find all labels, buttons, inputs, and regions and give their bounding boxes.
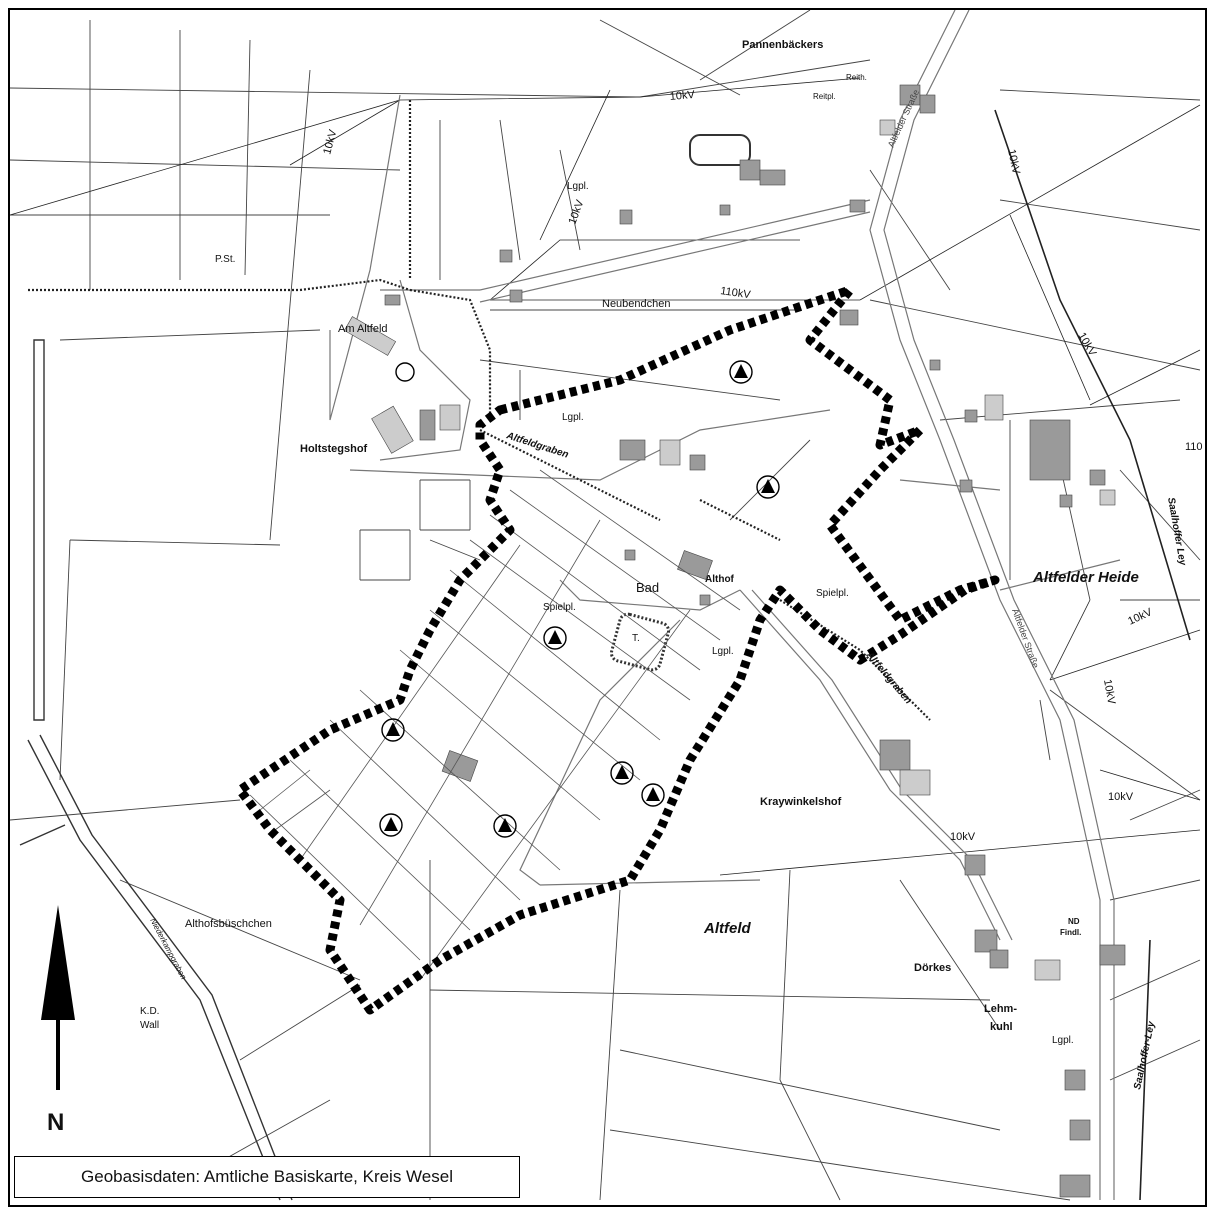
protected-symbols: [379, 360, 780, 838]
label-nd: ND: [1068, 917, 1080, 926]
label-neubendchen: Neubendchen: [602, 298, 671, 310]
railways: [19, 339, 293, 1201]
label-lgpl-3: Lgpl.: [712, 646, 734, 657]
label-reith: Reith.: [846, 73, 867, 82]
label-lehm: Lehm-: [984, 1003, 1017, 1015]
label-pannenbaeckers: Pannenbäckers: [742, 39, 823, 51]
label-lgpl-2: Lgpl.: [567, 181, 589, 192]
label-findl: Findl.: [1060, 928, 1081, 937]
label-bad: Bad: [636, 580, 659, 595]
label-doerkes: Dörkes: [914, 962, 951, 974]
label-power-2: 10kV: [669, 89, 696, 103]
label-kraywinkelshof: Kraywinkelshof: [760, 796, 842, 808]
label-lgpl-4: Lgpl.: [1052, 1035, 1074, 1046]
pond: [689, 134, 751, 166]
label-kuhl: kuhl: [990, 1021, 1013, 1033]
label-power-4: 10kV: [1005, 148, 1022, 176]
label-spielpl-2: Spielpl.: [816, 588, 849, 599]
power-lines: [9, 77, 1201, 876]
label-power-10: 10kV: [1108, 791, 1134, 803]
waterways: [28, 100, 1191, 1201]
label-wall: Wall: [140, 1020, 159, 1031]
label-power-8: 10kV: [1101, 678, 1117, 705]
label-althof: Althof: [705, 574, 735, 585]
label-althofsbueschchen: Althofsbüschchen: [185, 918, 272, 930]
label-power-11: 110: [1185, 441, 1203, 453]
label-power-9: 10kV: [950, 831, 976, 843]
label-t: T.: [632, 633, 640, 644]
triangle-marks: [384, 364, 775, 832]
label-pst: P.St.: [215, 254, 235, 265]
place-labels: Pannenbäckers Neubendchen Am Altfeld Hol…: [140, 39, 1139, 1033]
roads: [329, 9, 1121, 1200]
allotment-grid: [249, 469, 741, 981]
label-lgpl-1: Lgpl.: [562, 412, 584, 423]
label-holtstegshof: Holtstegshof: [300, 443, 368, 455]
planning-boundary: [235, 285, 1000, 1015]
data-credit: Geobasisdaten: Amtliche Basiskarte, Krei…: [14, 1156, 520, 1198]
label-power-5: 110kV: [720, 285, 752, 301]
label-spielpl-1: Spielpl.: [543, 602, 576, 613]
label-am-altfeld: Am Altfeld: [338, 323, 388, 335]
label-kd: K.D.: [140, 1006, 159, 1017]
label-altfeld: Altfeld: [703, 920, 752, 937]
label-altfelder-heide: Altfelder Heide: [1032, 569, 1139, 586]
label-reitpl: Reitpl.: [813, 92, 836, 101]
parcel-lines: [9, 9, 1201, 1201]
north-arrow: N: [41, 905, 75, 1136]
tennis-court: [609, 612, 671, 672]
feature-labels: Spielpl. Spielpl. Lgpl. Lgpl. Lgpl. Lgpl…: [543, 73, 1081, 1046]
buildings: [343, 84, 1126, 1198]
north-label: N: [47, 1109, 64, 1136]
